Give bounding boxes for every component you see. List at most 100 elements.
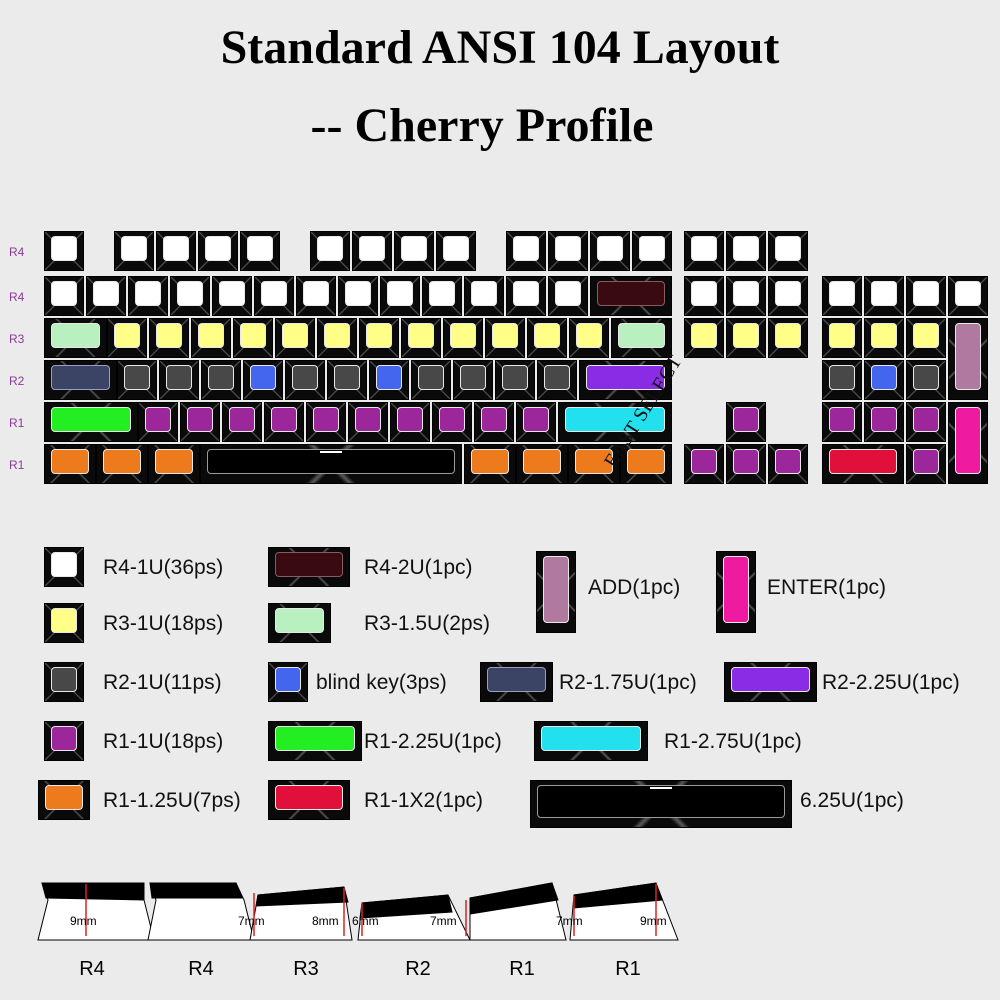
key-z-6 [390,402,430,442]
measure-5: 7mm [430,914,457,928]
measure-2: 7mm [238,914,265,928]
key-num-7 [338,276,378,316]
key-f9 [506,231,546,271]
key-z-9 [516,402,556,442]
key-numpad-789-0 [822,318,862,358]
key-q-5 [317,318,357,358]
profile-r1-b [569,882,679,941]
legend-swatch-r4-2u [268,547,350,587]
key-f2 [156,231,196,271]
legend-swatch-enter [716,551,756,633]
profile-label-r4-a: R4 [79,958,105,980]
key-arrow-2 [768,444,808,484]
key-f6 [352,231,392,271]
key-f7 [394,231,434,271]
key-f5 [310,231,350,271]
key-q-11 [569,318,609,358]
legend-label-r3-15u: R3-1.5U(2ps) [364,612,491,635]
legend-label-r1-1u: R1-1U(18ps) [103,730,224,753]
key-numpad-top-3 [948,276,988,316]
legend-swatch-r1-1x2 [268,780,350,820]
profile-r4-b [147,882,255,941]
profile-r3-top [255,886,349,907]
row-label-r1-b: R1 [9,458,25,472]
key-numpad-789-2 [906,318,946,358]
measure-1: 9mm [70,914,97,928]
key-num-10 [464,276,504,316]
key-z-5 [348,402,388,442]
key-z-1 [180,402,220,442]
row-label-r4-num: R4 [9,290,25,304]
legend-swatch-r3-15u [268,603,331,643]
legend-swatch-blind [268,662,308,702]
key-tab [44,318,107,358]
key-a-6 [369,360,409,400]
key-numpad-789-1 [864,318,904,358]
key-a-9 [495,360,535,400]
legend-swatch-space [530,780,792,828]
key-num-5 [254,276,294,316]
legend-swatch-r4-1u [44,547,84,587]
legend-label-r1-275u: R1-2.75U(1pc) [664,730,802,753]
key-a-0 [117,360,157,400]
page-subtitle: -- Cherry Profile [310,99,654,152]
key-q-10 [527,318,567,358]
key-nav-mid-1 [726,318,766,358]
measure-6: 7mm [556,914,583,928]
key-q-3 [233,318,273,358]
key-num-6 [296,276,336,316]
row-label-r4-fn: R4 [9,245,25,259]
key-numpad-top-0 [822,276,862,316]
legend-label-space: 6.25U(1pc) [800,789,904,812]
key-num-11 [506,276,546,316]
profile-r2 [357,894,471,941]
key-sys-2 [768,231,808,271]
key-num-3 [170,276,210,316]
legend-swatch-r1-1u [44,721,84,761]
key-q-4 [275,318,315,358]
key-backspace [590,276,672,316]
row-label-r1-a: R1 [9,416,25,430]
key-sys-1 [726,231,766,271]
key-f4 [240,231,280,271]
key-mod-left-0 [44,444,96,484]
profile-r4-a-top [41,882,145,901]
key-arrow-0 [684,444,724,484]
key-numpad-zero [822,444,904,484]
legend-label-r1-1x2: R1-1X2(1pc) [364,789,484,812]
legend-swatch-r2-225u [724,662,817,702]
key-sys-0 [684,231,724,271]
legend-label-r4-2u: R4-2U(1pc) [364,556,473,579]
key-numpad-enter [948,402,988,484]
legend-label-add: ADD(1pc) [588,576,681,599]
legend-label-r1-125u: R1-1.25U(7ps) [103,789,241,812]
measure-4: 6mm [352,914,379,928]
key-nav-top-1 [726,276,766,316]
legend-label-enter: ENTER(1pc) [767,576,887,599]
profile-r1-b-top [573,882,663,909]
legend-swatch-add [536,551,576,633]
key-rshift [558,402,672,442]
profile-label-r1-b: R1 [615,958,641,980]
legend-label-blind: blind key(3ps) [316,671,447,694]
key-numpad-456-0 [822,360,862,400]
key-num-9 [422,276,462,316]
key-nav-mid-0 [684,318,724,358]
key-num-8 [380,276,420,316]
key-numpad-123-2 [906,402,946,442]
legend-label-r4-1u: R4-1U(36ps) [103,556,224,579]
key-arrow-up [726,402,766,442]
key-mod-right-3 [620,444,672,484]
legend-label-r1-225u: R1-2.25U(1pc) [364,730,502,753]
key-q-1 [149,318,189,358]
key-z-0 [138,402,178,442]
key-f3 [198,231,238,271]
key-a-3 [243,360,283,400]
key-num-4 [212,276,252,316]
profile-label-r2: R2 [405,958,431,980]
key-f10 [548,231,588,271]
key-numpad-456-2 [906,360,946,400]
key-z-7 [432,402,472,442]
key-numpad-top-1 [864,276,904,316]
page-title: Standard ANSI 104 Layout [220,21,780,74]
